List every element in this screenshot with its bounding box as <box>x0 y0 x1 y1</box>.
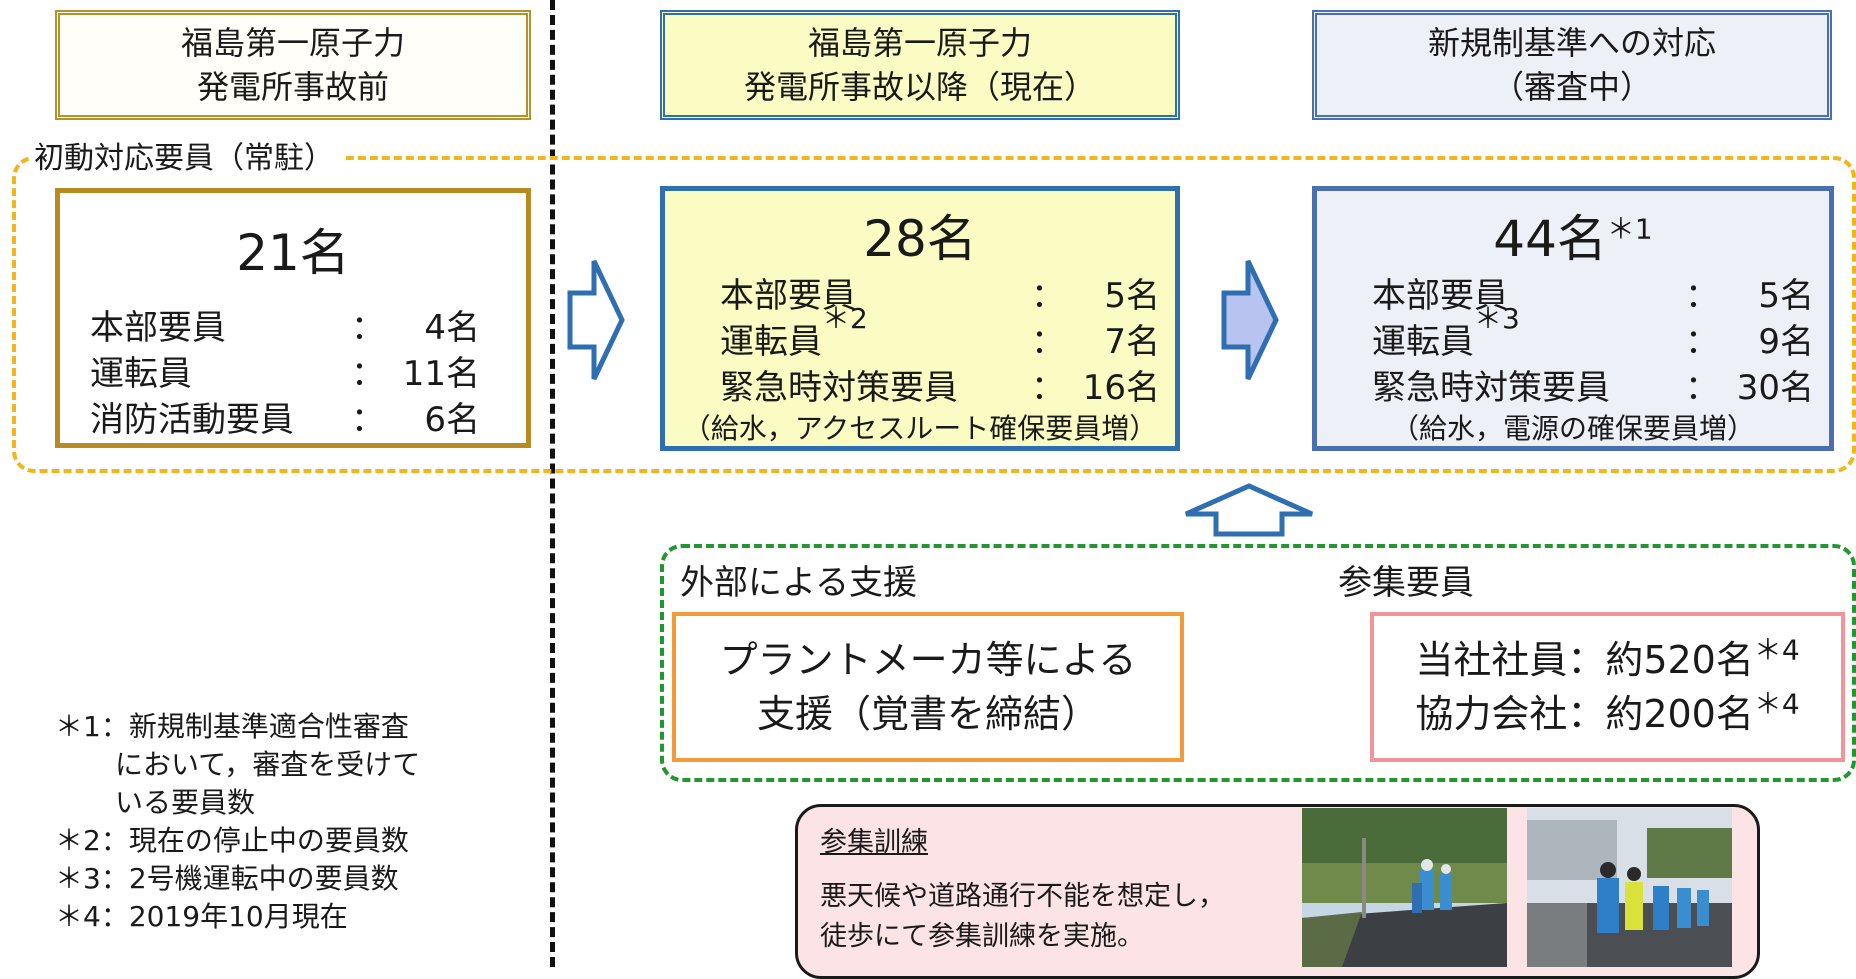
staff-colon: ： <box>351 308 385 348</box>
staff-row: 運転員＊2 ： 7名 <box>720 302 1160 365</box>
staff-colon: ： <box>1685 276 1719 316</box>
staff-role: 運転員 <box>1372 322 1474 362</box>
staff-row: 運転員 ： 11名 <box>90 351 480 397</box>
staff-rows: 本部要員 ： 5名 運転員＊3 ： 9名 緊急時対策要員 ： 30名 <box>1372 273 1814 411</box>
footnotes: ＊1：新規制基準適合性審査 において，審査を受けて いる要員数 ＊2：現在の停止… <box>55 708 420 936</box>
header-line: 発電所事故以降（現在） <box>743 68 1096 106</box>
footnote-mark: ＊4 <box>1753 633 1800 667</box>
staff-card-before: 21名 本部要員 ： 4名 運転員 ： 11名 消防活動要員 ： 6名 <box>55 188 531 448</box>
header-line: 発電所事故前 <box>196 68 389 106</box>
staff-role: 本部要員 <box>90 308 226 348</box>
staff-count: 5名 <box>1104 276 1160 316</box>
staff-role: 消防活動要員 <box>90 400 294 440</box>
staff-note: （給水，電源の確保要員増） <box>1390 412 1755 445</box>
initial-response-region <box>12 156 1856 473</box>
mobilized-staff-line: 当社社員：約520名＊4 <box>1415 633 1799 687</box>
footnote-1: ＊1：新規制基準適合性審査 <box>55 710 409 743</box>
staff-colon: ： <box>1031 322 1065 362</box>
staff-row: 運転員＊3 ： 9名 <box>1372 302 1814 365</box>
header-line: 新規制基準への対応 <box>1427 24 1716 62</box>
staff-row: 緊急時対策要員 ： 30名 <box>1372 365 1814 411</box>
timeline-divider <box>550 0 555 967</box>
header-line: 福島第一原子力 <box>807 24 1032 62</box>
footnote-3: ＊3：2号機運転中の要員数 <box>55 862 399 895</box>
staff-rows: 本部要員 ： 4名 運転員 ： 11名 消防活動要員 ： 6名 <box>90 305 480 443</box>
staff-count: 7名 <box>1104 322 1160 362</box>
external-support-line: プラントメーカ等による <box>719 638 1137 682</box>
staff-colon: ： <box>351 400 385 440</box>
staff-count: 11名 <box>402 354 480 394</box>
staff-row: 消防活動要員 ： 6名 <box>90 397 480 443</box>
mobilized-staff-label: 参集要員 <box>1338 563 1474 603</box>
staff-count: 16名 <box>1082 368 1160 408</box>
training-line: 徒歩にて参集訓練を実施。 <box>820 921 1144 952</box>
staff-row: 本部要員 ： 5名 <box>720 273 1160 319</box>
external-support-box: プラントメーカ等による 支援（覚書を締結） <box>672 612 1184 762</box>
staff-colon: ： <box>1685 368 1719 408</box>
footnote-1-cont: いる要員数 <box>115 786 256 819</box>
staff-total-value: 44名 <box>1493 210 1607 268</box>
support-region <box>660 544 1856 782</box>
footnote-2: ＊2：現在の停止中の要員数 <box>55 824 409 857</box>
staff-rows: 本部要員 ： 5名 運転員＊2 ： 7名 緊急時対策要員 ： 16名 <box>720 273 1160 411</box>
mobilized-staff-text: 当社社員：約520名 <box>1415 638 1754 682</box>
mobilized-staff-text: 協力会社：約200名 <box>1415 692 1754 736</box>
staff-row: 緊急時対策要員 ： 16名 <box>720 365 1160 411</box>
right-arrow-icon <box>1221 259 1279 381</box>
staff-total-value: 21名 <box>236 224 350 282</box>
external-support-line: 支援（覚書を締結） <box>756 692 1099 736</box>
staff-count: 30名 <box>1736 368 1814 408</box>
staff-role: 運転員 <box>720 322 822 362</box>
header-after-accident: 福島第一原子力 発電所事故以降（現在） <box>660 10 1180 120</box>
staff-note: （給水，アクセスルート確保要員増） <box>682 412 1158 445</box>
initial-response-label: 初動対応要員（常駐） <box>30 138 344 180</box>
staff-role: 本部要員 <box>720 276 856 316</box>
header-line: 福島第一原子力 <box>180 24 405 62</box>
header-before-accident: 福島第一原子力 発電所事故前 <box>55 10 531 120</box>
staff-colon: ： <box>1031 276 1065 316</box>
staff-card-new-regulation: 44名＊1 本部要員 ： 5名 運転員＊3 ： 9名 緊急時対策要員 ： 30名… <box>1312 186 1834 451</box>
staff-count: 9名 <box>1758 322 1814 362</box>
external-support-label: 外部による支援 <box>680 563 917 603</box>
footnote-4: ＊4：2019年10月現在 <box>55 900 348 933</box>
mobilized-staff-line: 協力会社：約200名＊4 <box>1415 687 1799 741</box>
header-line: （審査中） <box>1491 68 1652 106</box>
training-title: 参集訓練 <box>820 827 928 858</box>
staff-role: 運転員 <box>90 354 192 394</box>
staff-total: 44名＊1 <box>1317 209 1829 269</box>
staff-count: 5名 <box>1758 276 1814 316</box>
header-new-regulation: 新規制基準への対応 （審査中） <box>1312 10 1832 120</box>
staff-total: 28名 <box>665 209 1175 269</box>
training-photo <box>1527 808 1732 967</box>
staff-colon: ： <box>1685 322 1719 362</box>
staff-role: 緊急時対策要員 <box>1372 368 1610 408</box>
staff-count: 6名 <box>424 400 480 440</box>
footnote-mark: ＊1 <box>1606 212 1653 246</box>
staff-row: 本部要員 ： 5名 <box>1372 273 1814 319</box>
staff-role: 緊急時対策要員 <box>720 368 958 408</box>
staff-colon: ： <box>1031 368 1065 408</box>
up-arrow-icon <box>1184 483 1314 537</box>
right-arrow-icon <box>567 259 625 381</box>
staff-row: 本部要員 ： 4名 <box>90 305 480 351</box>
footnote-mark: ＊3 <box>1474 302 1520 335</box>
footnote-1-cont: において，審査を受けて <box>115 748 421 781</box>
footnote-mark: ＊2 <box>822 302 868 335</box>
mobilized-staff-box: 当社社員：約520名＊4 協力会社：約200名＊4 <box>1370 612 1845 762</box>
training-photo <box>1302 808 1507 967</box>
footnote-mark: ＊4 <box>1753 687 1800 721</box>
training-description: 悪天候や道路通行不能を想定し， 徒歩にて参集訓練を実施。 <box>820 877 1225 957</box>
training-line: 悪天候や道路通行不能を想定し， <box>820 881 1225 912</box>
staff-total: 21名 <box>60 223 526 283</box>
staff-colon: ： <box>351 354 385 394</box>
staff-card-current: 28名 本部要員 ： 5名 運転員＊2 ： 7名 緊急時対策要員 ： 16名 （… <box>660 186 1180 451</box>
staff-total-value: 28名 <box>863 210 977 268</box>
staff-role: 本部要員 <box>1372 276 1508 316</box>
staff-count: 4名 <box>424 308 480 348</box>
